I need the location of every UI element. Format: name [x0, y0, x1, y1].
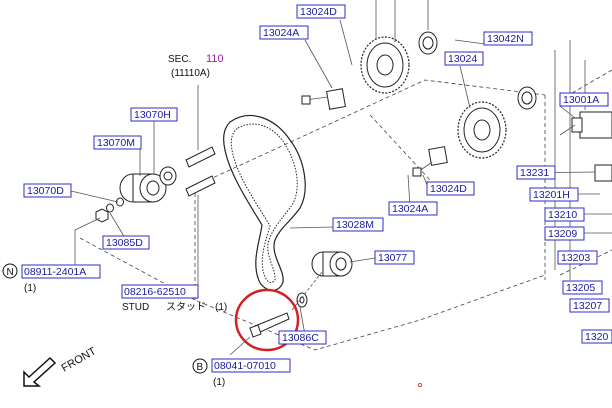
- part-number-13210[interactable]: 13210: [548, 209, 577, 221]
- marker-b: B: [192, 358, 208, 374]
- quantity-08041: (1): [213, 377, 225, 388]
- part-number-13042N[interactable]: 13042N: [487, 33, 524, 45]
- part-number-13070M[interactable]: 13070M: [97, 137, 135, 149]
- part-number-13085D[interactable]: 13085D: [106, 237, 143, 249]
- quantity-08216: (1): [215, 302, 227, 313]
- marker-b-letter: B: [197, 362, 204, 373]
- part-number-13231[interactable]: 13231: [520, 167, 549, 179]
- part-number-13024A-mid[interactable]: 13024A: [392, 203, 428, 215]
- highlight-circle: [234, 288, 300, 352]
- part-number-08911-2401A[interactable]: 08911-2401A: [24, 266, 86, 278]
- camshaft-sprocket-upper: [360, 0, 438, 94]
- quantity-08911: (1): [24, 283, 36, 294]
- part-number-08041-07010[interactable]: 08041-07010: [214, 360, 276, 372]
- part-number-13024D-top[interactable]: 13024D: [300, 6, 337, 18]
- stud-label-jp: スタッド: [166, 301, 206, 313]
- belt-tensioner: [95, 166, 177, 223]
- arrow-down-left-icon: [23, 356, 57, 387]
- part-number-13086C[interactable]: 13086C: [282, 332, 319, 344]
- camshaft-sprocket-lower: [457, 86, 537, 159]
- studs: [185, 146, 216, 197]
- marker-dot: [417, 382, 422, 387]
- part-number-13024[interactable]: 13024: [448, 53, 477, 65]
- part-number-13001A[interactable]: 13001A: [563, 94, 599, 106]
- part-number-labels[interactable]: 13024D 13024A 13042N 13024 13001A 13070H…: [21, 4, 612, 373]
- part-number-13205[interactable]: 13205: [566, 282, 595, 294]
- section-number: 110: [206, 53, 224, 65]
- part-number-08216-62510[interactable]: 08216-62510: [124, 286, 186, 298]
- part-number-13070H[interactable]: 13070H: [134, 109, 171, 121]
- section-label: SEC.: [168, 54, 191, 65]
- marker-n: N: [2, 263, 18, 279]
- marker-n-letter: N: [7, 267, 14, 278]
- part-number-13209[interactable]: 13209: [548, 228, 577, 240]
- section-sub: (11110A): [171, 68, 210, 79]
- part-number-13207[interactable]: 13207: [573, 300, 602, 312]
- idler-bolt: [249, 271, 323, 338]
- part-number-13077[interactable]: 13077: [378, 252, 407, 264]
- idler-pulley: [311, 251, 353, 277]
- part-number-1320-cut[interactable]: 1320: [585, 331, 609, 343]
- part-number-13024D-mid[interactable]: 13024D: [430, 183, 467, 195]
- part-number-13201H[interactable]: 13201H: [533, 189, 570, 201]
- part-number-13203[interactable]: 13203: [561, 252, 590, 264]
- timing-belt: [223, 114, 306, 291]
- front-label: FRONT: [60, 345, 99, 374]
- stud-label-en: STUD: [122, 302, 149, 313]
- part-number-13070D[interactable]: 13070D: [27, 185, 64, 197]
- camshaft-assembly: [554, 40, 612, 280]
- part-number-13028M[interactable]: 13028M: [336, 219, 374, 231]
- part-number-13024A-top[interactable]: 13024A: [263, 27, 299, 39]
- leader-lines: [70, 19, 612, 356]
- brackets: [301, 88, 448, 177]
